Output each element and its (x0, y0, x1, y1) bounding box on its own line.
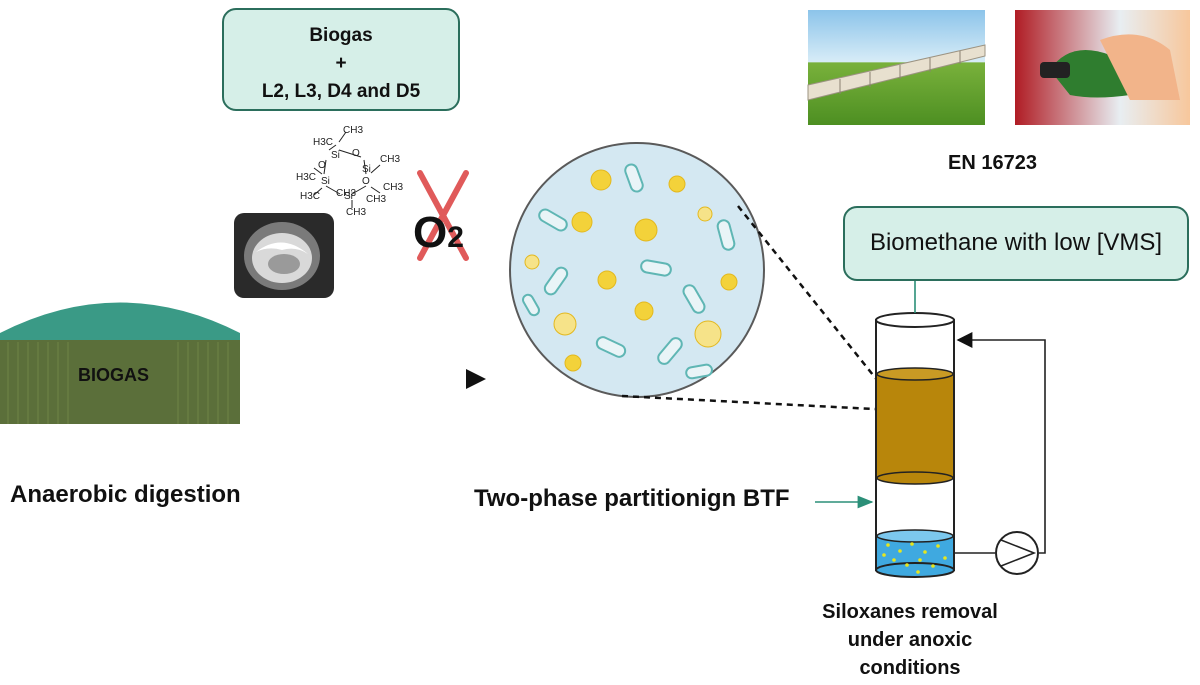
atom-label: O (318, 160, 326, 171)
fuel-nozzle-photo (1015, 10, 1190, 125)
oxygen-label: O2 (413, 208, 464, 258)
atom-label: CH3 (366, 194, 386, 205)
atom-label: CH3 (380, 154, 400, 165)
biotrickling-filter-column (875, 312, 955, 578)
atom-label: H3C (313, 137, 333, 148)
removal-caption-line: under anoxic (847, 629, 973, 651)
siloxane-molecule-labels: H3C CH3 Si O Si CH3 O CH3 H3C Si O Si CH… (296, 125, 403, 218)
atom-label: H3C (300, 191, 320, 202)
anaerobic-digestion-caption: Anaerobic digestion (10, 481, 241, 508)
oxygen-symbol: O (413, 208, 448, 257)
atom-label: CH3 (343, 125, 363, 136)
atom-label: O (352, 148, 360, 159)
siloxane-molecule-icon (313, 131, 381, 208)
process-arrow (276, 369, 486, 389)
input-gas-plus: + (335, 53, 347, 74)
input-gas-box: Biogas + L2, L3, D4 and D5 (222, 8, 460, 111)
atom-label: CH3 (383, 182, 403, 193)
atom-label: Si (331, 150, 340, 161)
biofilm-zoom-circle (509, 142, 765, 398)
product-gas-box: Biomethane with low [VMS] (843, 206, 1189, 281)
sample-photo (234, 213, 334, 298)
input-siloxanes-line: L2, L3, D4 and D5 (261, 81, 421, 102)
product-gas-label: Biomethane with low [VMS] (869, 229, 1163, 256)
removal-caption-line: Siloxanes removal (822, 601, 998, 623)
atom-label: Si (344, 191, 353, 202)
atom-label: Si (362, 164, 371, 175)
atom-label: H3C (296, 172, 316, 183)
yellow-particles-icon (524, 169, 738, 372)
btf-caption: Two-phase partitionign BTF (474, 485, 790, 512)
atom-label: Si (321, 176, 330, 187)
atom-label: CH3 (336, 188, 356, 199)
oxygen-subscript: 2 (447, 221, 464, 254)
siloxanes-removal-caption: Siloxanes removal under anoxic condition… (810, 598, 1010, 682)
zoom-lines (621, 205, 894, 412)
digester-label: BIOGAS (78, 365, 150, 385)
digester-icon (0, 302, 240, 424)
pipeline-photo (807, 10, 986, 125)
input-gas-line: Biogas (309, 25, 373, 46)
atom-label: O (362, 176, 370, 187)
recirculation-pump-icon (995, 531, 1039, 575)
removal-caption-line: conditions (859, 657, 961, 679)
standard-label: EN 16723 (948, 152, 1037, 174)
no-oxygen-cross-icon (417, 170, 469, 261)
atom-label: CH3 (346, 207, 366, 218)
bacteria-icon (522, 163, 736, 380)
